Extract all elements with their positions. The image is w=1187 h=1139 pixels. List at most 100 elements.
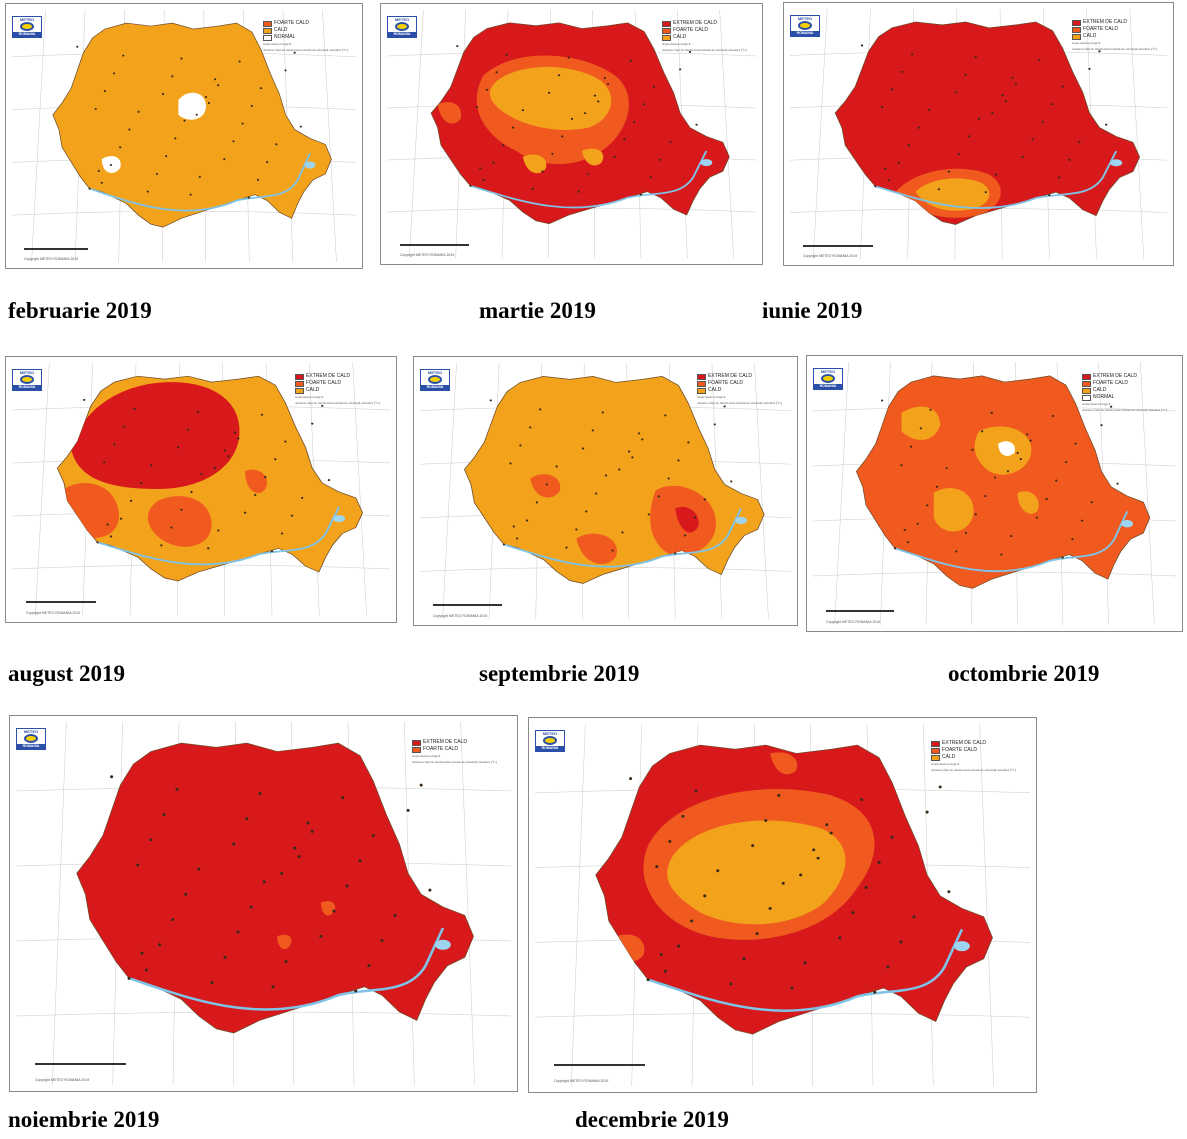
legend-label: CALD <box>708 387 722 393</box>
station-marker <box>541 170 544 173</box>
station-marker <box>577 190 580 193</box>
legend-label: FOARTE CALD <box>708 380 743 386</box>
station-marker <box>306 821 310 825</box>
station-marker <box>703 498 707 501</box>
station-marker <box>264 476 267 479</box>
station-marker <box>916 522 919 525</box>
station-marker <box>76 45 79 48</box>
station-marker <box>669 141 672 144</box>
anomaly-region-foarte <box>770 752 798 775</box>
legend-label: FOARTE CALD <box>1083 26 1118 32</box>
logo-subtext: ROMANIA <box>13 32 41 37</box>
station-marker <box>1098 50 1101 53</box>
station-marker <box>723 405 726 408</box>
station-marker <box>190 490 193 493</box>
station-marker <box>479 167 482 170</box>
legend-entry: CALD <box>1082 387 1167 394</box>
station-marker <box>110 775 114 779</box>
station-marker <box>764 819 768 822</box>
station-marker <box>929 408 932 411</box>
legend-swatch <box>295 380 305 387</box>
map-svg <box>419 362 792 620</box>
legend-entry: EXTREM DE CALD <box>697 373 782 380</box>
station-marker <box>327 479 331 482</box>
logo-emblem-icon <box>821 374 835 383</box>
station-marker <box>649 176 652 179</box>
legend-label: NORMAL <box>1093 394 1115 400</box>
station-marker <box>475 106 479 109</box>
station-marker <box>873 990 877 994</box>
station-marker <box>659 953 663 956</box>
station-marker <box>829 831 833 835</box>
station-marker <box>601 411 604 414</box>
station-marker <box>561 135 564 138</box>
logo-subtext: ROMANIA <box>388 32 416 37</box>
anomaly-region-cald <box>522 154 547 174</box>
station-marker <box>207 547 210 550</box>
station-marker <box>406 808 410 812</box>
station-marker <box>926 504 929 507</box>
station-marker <box>1029 439 1032 442</box>
map-svg <box>15 721 512 1086</box>
station-marker <box>249 905 253 909</box>
station-marker <box>897 161 900 164</box>
station-marker <box>703 894 707 898</box>
legend-swatch <box>1082 380 1092 387</box>
stations-layer <box>860 44 1108 197</box>
legend-label: FOARTE CALD <box>942 747 977 753</box>
station-marker <box>864 886 868 889</box>
scale-bar <box>26 601 96 603</box>
legend-entry: EXTREM DE CALD <box>412 739 497 746</box>
station-marker <box>639 193 642 196</box>
station-marker <box>967 135 971 138</box>
legend-label: FOARTE CALD <box>274 20 309 26</box>
station-marker <box>677 944 681 948</box>
scale-bar <box>24 248 88 250</box>
station-marker <box>223 449 227 452</box>
scale-bar <box>400 244 469 246</box>
logo-text: METEO <box>820 369 836 374</box>
anomaly-region-cald <box>933 488 974 532</box>
legend-entry: CALD <box>263 27 348 34</box>
station-marker <box>529 426 532 429</box>
station-marker <box>539 408 542 411</box>
legend-entry: FOARTE CALD <box>295 380 380 387</box>
legend-anomaly-note: abaterea față de media intervalului de r… <box>295 400 380 405</box>
romania-map <box>52 22 332 228</box>
station-marker <box>627 450 631 453</box>
delta-lake <box>1121 520 1134 528</box>
caption-decembrie: decembrie 2019 <box>575 1107 729 1132</box>
station-marker <box>964 531 968 535</box>
legend-swatch <box>697 373 707 380</box>
station-marker <box>755 932 759 936</box>
station-marker <box>155 172 159 175</box>
station-marker <box>575 528 578 531</box>
scale-bar <box>803 245 873 247</box>
station-marker <box>917 126 920 129</box>
station-marker <box>198 175 201 178</box>
station-marker <box>642 103 646 106</box>
station-marker <box>109 535 113 538</box>
logo-emblem-icon <box>24 734 38 743</box>
station-marker <box>162 813 166 817</box>
station-marker <box>694 789 698 793</box>
anomaly-region-extrem <box>675 506 699 533</box>
station-marker <box>210 981 214 985</box>
station-marker <box>165 155 168 158</box>
caption-iunie: iunie 2019 <box>762 298 863 323</box>
station-marker <box>659 158 662 161</box>
station-marker <box>300 496 304 499</box>
map-svg <box>812 361 1177 626</box>
station-marker <box>274 458 277 461</box>
legend-entry: CALD <box>662 34 747 41</box>
station-marker <box>469 184 472 187</box>
station-marker <box>860 798 864 801</box>
station-marker <box>906 541 910 544</box>
legend-label: CALD <box>306 387 320 393</box>
legend-swatch <box>263 20 273 27</box>
station-marker <box>631 456 634 459</box>
